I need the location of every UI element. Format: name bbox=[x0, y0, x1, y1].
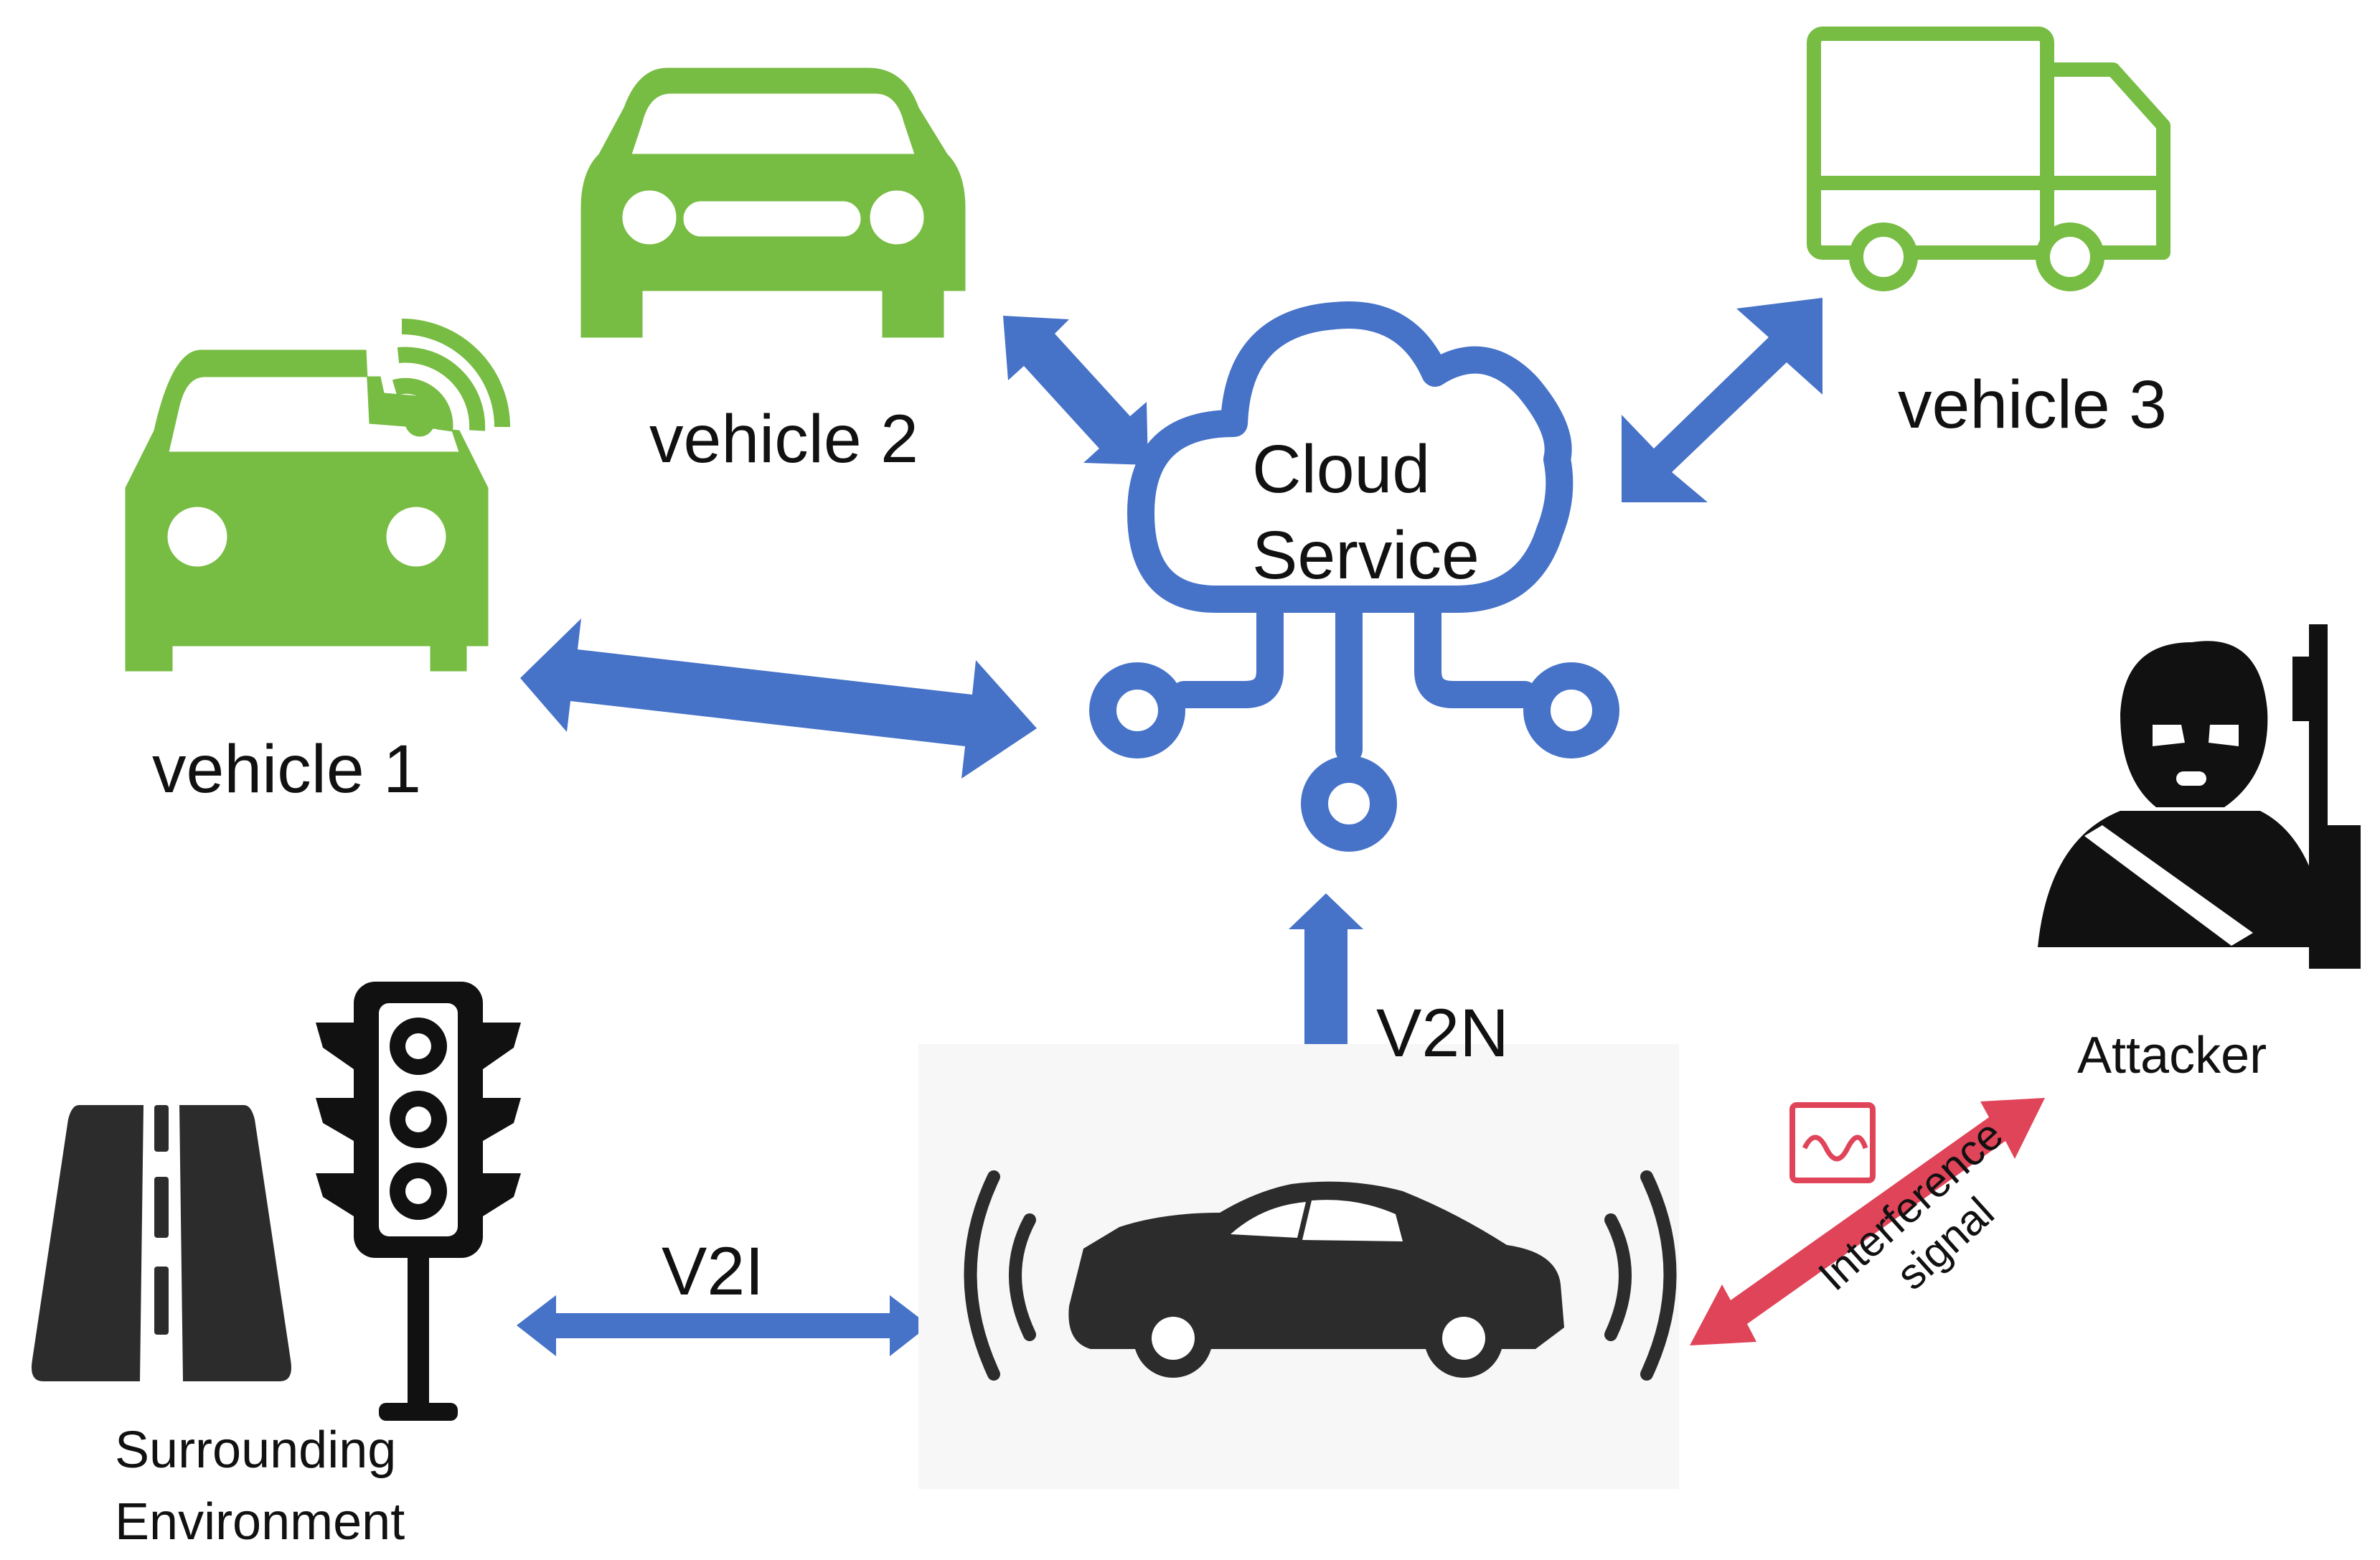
arrow-vehicle3-cloud bbox=[1622, 298, 1822, 502]
cloud-label-line2: Service bbox=[1252, 517, 1480, 593]
environment-label-line1: Surrounding bbox=[115, 1422, 397, 1479]
arrow-interference bbox=[1690, 1098, 2045, 1345]
environment-label-line2: Environment bbox=[115, 1493, 405, 1551]
arrow-vehicle2-cloud bbox=[1003, 316, 1148, 465]
signal-waves-icon bbox=[964, 1170, 1677, 1381]
v2n-label: V2N bbox=[1376, 995, 1509, 1071]
truck-icon bbox=[1807, 27, 2170, 291]
arrow-vehicle1-cloud bbox=[520, 619, 1037, 779]
masked-attacker-icon bbox=[2038, 624, 2361, 969]
sedan-icon bbox=[1068, 1181, 1564, 1378]
road-icon bbox=[32, 1105, 291, 1381]
car-icon bbox=[580, 67, 966, 338]
arrow-v2i bbox=[517, 1295, 929, 1356]
signal-waveform-icon bbox=[1789, 1102, 1876, 1183]
cloud-label-line1: Cloud bbox=[1252, 431, 1431, 507]
attacker-label: Attacker bbox=[2077, 1027, 2267, 1084]
vehicle2-label: vehicle 2 bbox=[649, 401, 918, 477]
cloud-network-icon bbox=[1089, 301, 1619, 852]
traffic-light-icon bbox=[316, 982, 521, 1421]
vehicle1-label: vehicle 1 bbox=[152, 731, 421, 807]
connected-car-icon bbox=[125, 319, 510, 672]
v2i-label: V2I bbox=[662, 1234, 764, 1310]
vehicle3-label: vehicle 3 bbox=[1898, 367, 2167, 443]
